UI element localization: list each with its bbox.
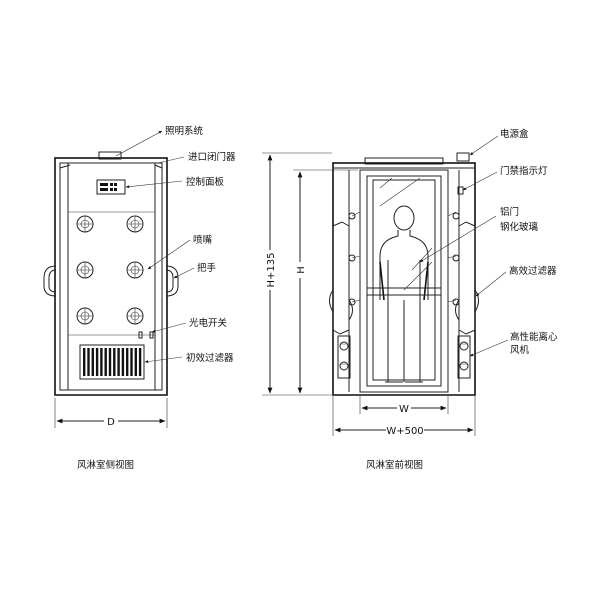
right-side-unit [447, 211, 479, 379]
label-photo-switch: 光电开关 [189, 317, 228, 329]
handle-right [165, 265, 179, 297]
filter-slat [126, 348, 129, 376]
filter-slat [108, 348, 112, 376]
label-lighting: 照明系统 [165, 125, 204, 137]
primary-filter [79, 344, 145, 380]
dimension-h135-label: H+135 [266, 253, 277, 288]
label-handle: 把手 [197, 262, 217, 274]
filter-slat [113, 348, 116, 376]
label-nozzle: 喷嘴 [193, 235, 213, 246]
label-hepa-filter: 高效过滤器 [509, 265, 557, 277]
person-figure [379, 205, 429, 383]
centrifugal-fan [457, 335, 471, 379]
left-side-unit [329, 211, 361, 379]
handle-left [43, 265, 57, 297]
power-box [456, 152, 470, 162]
label-door-closer: 进口闭门器 [188, 151, 236, 163]
label-glass-2: 钢化玻璃 [500, 221, 538, 233]
filter-slat [130, 348, 133, 376]
filter-slat [117, 348, 120, 376]
filter-slat [100, 348, 103, 376]
front-view: W W+500 H+135 H 电源盒 门禁指示灯 铝门 钢化玻璃 高效过滤器 … [262, 128, 558, 471]
filter-slat [87, 348, 90, 376]
dimension-w500-label: W+500 [386, 426, 423, 437]
filter-slat [95, 348, 99, 376]
label-fan-1: 高性能离心 [510, 331, 558, 343]
lighting-housing [98, 151, 122, 160]
photo-switch [138, 331, 143, 339]
label-control-panel: 控制面板 [186, 176, 225, 188]
filter-slat [121, 348, 125, 376]
nozzle-icon [76, 215, 144, 325]
label-power-box: 电源盒 [500, 128, 529, 140]
filter-slat [134, 348, 137, 376]
front-view-caption: 风淋室前视图 [366, 459, 423, 471]
dimension-h-label: H [296, 266, 307, 274]
door-frame [359, 169, 449, 393]
filter-slat [91, 348, 94, 376]
filter-slat [104, 348, 107, 376]
dimension-w-label: W [399, 404, 409, 415]
filter-slat [83, 348, 86, 376]
filter-slat [138, 348, 142, 376]
label-primary-filter: 初效过滤器 [186, 352, 234, 364]
dimension-d-label: D [107, 417, 115, 428]
door-light-icon [457, 186, 464, 195]
side-view-caption: 风淋室侧视图 [77, 459, 134, 471]
label-door-light: 门禁指示灯 [500, 165, 548, 177]
label-glass-1: 铝门 [500, 206, 519, 218]
label-fan-2: 风机 [510, 344, 530, 356]
side-view: D 照明系统 进口闭门器 控制面板 喷嘴 把手 光电开关 初效过滤器 风淋室侧视… [43, 125, 236, 471]
control-panel [96, 179, 126, 195]
